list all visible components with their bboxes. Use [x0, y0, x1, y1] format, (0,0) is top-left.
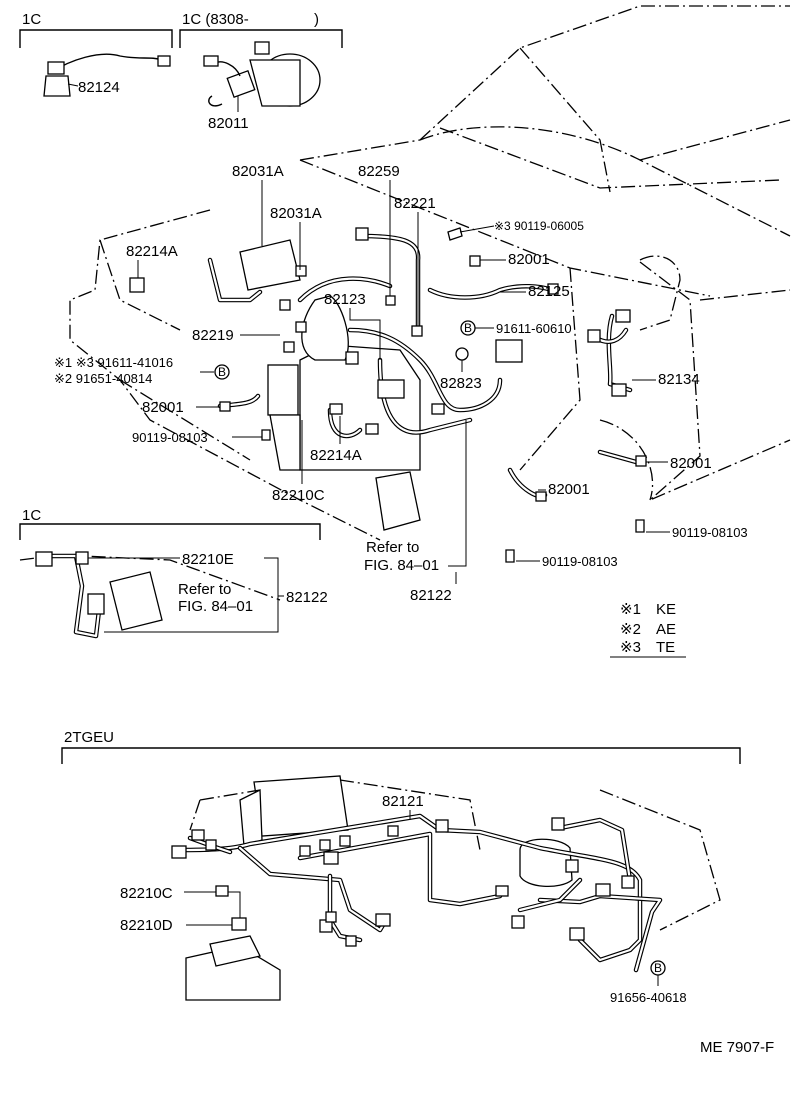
- part-82214a-left: 82214A: [126, 243, 178, 260]
- legend-code-ae: AE: [656, 621, 676, 638]
- variant-legend: ※1 KE ※2 AE ※3 TE: [610, 601, 686, 658]
- circle-mark-b-2: B: [218, 365, 226, 379]
- variant-label-1c-top-left: 1C: [22, 11, 41, 28]
- part-82122-main: 82122: [410, 587, 452, 604]
- part-90119-08103-c: 90119-08103: [542, 554, 618, 569]
- part-90119-06005: ※3 90119-06005: [494, 219, 584, 233]
- legend-mark-3: ※3: [620, 639, 641, 656]
- figure-id: ME 7907-F: [700, 1039, 774, 1056]
- part-82134: 82134: [658, 371, 700, 388]
- circle-mark-b-1: B: [464, 321, 472, 335]
- part-82210d: 82210D: [120, 917, 173, 934]
- part-82125: 82125: [528, 283, 570, 300]
- refer-note-inset-line1: Refer to: [178, 581, 231, 598]
- variant-label-1c-mid: 1C: [22, 507, 41, 524]
- part-82123: 82123: [324, 291, 366, 308]
- legend-mark-1: ※1: [620, 601, 641, 618]
- legend-code-te: TE: [656, 639, 675, 656]
- part-91656-40618: 91656-40618: [610, 990, 687, 1005]
- part-82823: 82823: [440, 375, 482, 392]
- section-2tgeu: 2TGEU: [61, 729, 774, 1056]
- part-82011: 82011: [208, 115, 249, 132]
- refer-note-main-line2: FIG. 84–01: [364, 557, 439, 574]
- engine-block: [239, 239, 421, 471]
- main-harness: [207, 233, 639, 499]
- part-82001-d: 82001: [548, 481, 590, 498]
- part-82259: 82259: [358, 163, 400, 180]
- variant-label-2tgeu: 2TGEU: [64, 729, 114, 746]
- inset-82011: 1C (8308- ) 82011: [179, 11, 343, 132]
- part-82031a-upper: 82031A: [232, 163, 284, 180]
- legend-code-ke: KE: [656, 601, 676, 618]
- part-82210c-main: 82210C: [272, 487, 325, 504]
- part-82221: 82221: [394, 195, 436, 212]
- part-82214a-center: 82214A: [310, 447, 362, 464]
- part-90119-08103-b: 90119-08103: [672, 525, 748, 540]
- refer-note-inset-line2: FIG. 84–01: [178, 598, 253, 615]
- circle-mark-b-3: B: [654, 961, 662, 975]
- variant-label-1c-top-mid: 1C (8308-: [182, 11, 249, 28]
- part-90119-08103-a: 90119-08103: [132, 430, 208, 445]
- part-91651-40814: ※2 91651-40814: [54, 371, 152, 386]
- inset-82124: 1C 82124: [19, 11, 173, 97]
- part-82210e: 82210E: [182, 551, 234, 568]
- part-82001-b: 82001: [142, 399, 184, 416]
- inset-1c-middle: 1C 82210E Refer to FIG. 84–01 82122: [19, 507, 328, 639]
- part-82121: 82121: [382, 793, 424, 810]
- legend-mark-2: ※2: [620, 621, 641, 638]
- part-82122-inset: 82122: [286, 589, 328, 606]
- part-82210c-lower: 82210C: [120, 885, 173, 902]
- part-91611-41016: ※1 ※3 91611-41016: [54, 355, 173, 370]
- part-91611-60610: 91611-60610: [496, 321, 572, 336]
- part-82031a-lower: 82031A: [270, 205, 322, 222]
- connectors: [129, 227, 647, 563]
- main-labels: 82031A 82031A 82259 82221 ※3 90119-06005…: [54, 163, 748, 604]
- part-82001-a: 82001: [508, 251, 550, 268]
- refer-note-main-line1: Refer to: [366, 539, 419, 556]
- part-82124: 82124: [78, 79, 120, 96]
- part-82001-c: 82001: [670, 455, 712, 472]
- variant-label-1c-top-mid-close: ): [314, 11, 319, 28]
- part-82219: 82219: [192, 327, 234, 344]
